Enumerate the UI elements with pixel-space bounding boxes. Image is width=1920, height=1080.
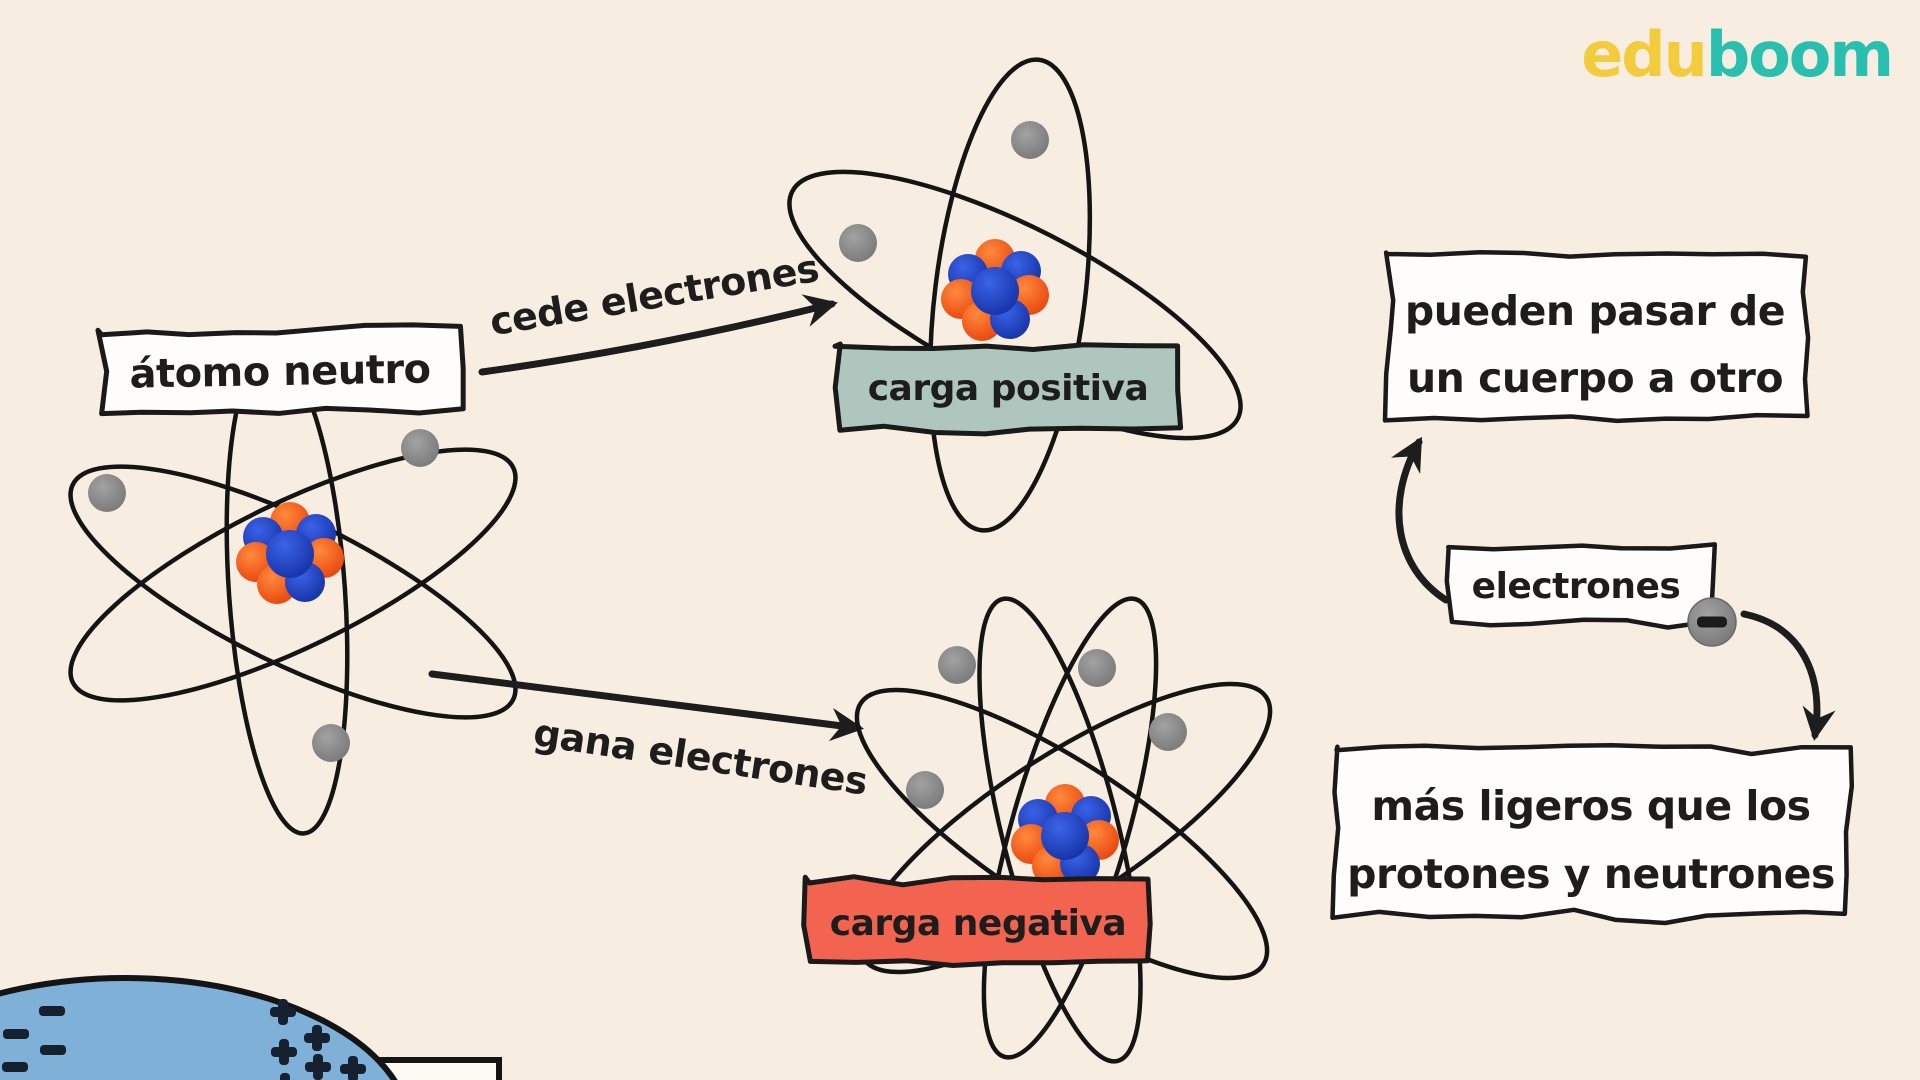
pass-note-line1: pueden pasar de: [1405, 287, 1785, 335]
positive-charge-text: carga positiva: [868, 368, 1149, 409]
electron: [312, 724, 350, 762]
electron: [1078, 649, 1116, 687]
electron: [1149, 713, 1187, 751]
orbit: [68, 447, 518, 703]
pass-note-line2: un cuerpo a otro: [1407, 354, 1783, 402]
electron: [88, 474, 126, 512]
neutral-atom-label-text: átomo neutro: [129, 346, 431, 397]
positive-charge-label: carga positiva: [832, 341, 1184, 437]
negative-charge-box: [801, 874, 1153, 968]
logo-part-edu: edu: [1581, 18, 1706, 91]
lighter-note-line1: más ligeros que los: [1371, 782, 1810, 830]
negative-charge-text: carga negativa: [830, 903, 1126, 944]
neutral-atom: [68, 348, 518, 836]
minus-icon: [39, 1006, 65, 1016]
electron: [906, 771, 944, 809]
arrow-to-pass-note: [1391, 436, 1450, 604]
minus-icon: [1697, 616, 1727, 628]
orbit: [981, 596, 1159, 1060]
electron: [1011, 121, 1049, 159]
arrow-to-lighter-note: [1740, 610, 1836, 741]
gains-electrons-line: [428, 670, 865, 742]
electron: [938, 646, 976, 684]
negative-charge-label: carga negativa: [801, 874, 1153, 968]
positive-charge-box: [832, 341, 1184, 437]
electron: [839, 224, 877, 262]
neutral-atom-label-box: [95, 322, 466, 417]
lighter-note-line2: protones y neutrones: [1347, 850, 1835, 898]
logo-part-boom: boom: [1706, 18, 1892, 91]
minus-icon: [3, 1029, 29, 1039]
lighter-note-box: [1330, 743, 1855, 926]
neutral-atom-label: átomo neutro: [95, 322, 466, 417]
charged-body-demo: [0, 975, 502, 1080]
minus-icon: [2, 1062, 28, 1072]
minus-icon: [40, 1045, 66, 1055]
pass-note-box: [1382, 250, 1811, 424]
gives-electrons-line: [478, 294, 838, 376]
orbit: [927, 57, 1093, 533]
electron: [401, 429, 439, 467]
electron-notes: pueden pasar de un cuerpo a otro electro…: [1330, 250, 1855, 926]
eduboom-logo: eduboom: [1581, 18, 1892, 91]
electrons-label-text: electrones: [1472, 566, 1681, 607]
